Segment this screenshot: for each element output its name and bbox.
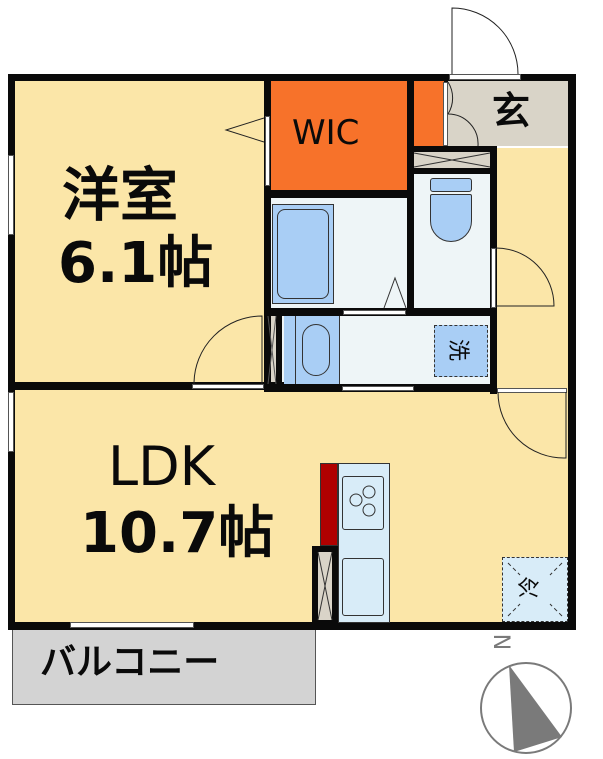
fridge-space (502, 557, 568, 622)
window-balcony-door[interactable] (70, 622, 194, 628)
window-closet-door (443, 82, 448, 146)
wall-entrance-bottom (407, 146, 497, 152)
ldk-name: LDK (108, 435, 216, 498)
washer-label: 洗 (445, 338, 471, 362)
bath-door-triangle-icon (383, 276, 407, 309)
ldk-room (14, 390, 568, 622)
window-hall-door (497, 388, 567, 393)
washer-space (434, 325, 488, 377)
washbasin-bowl (302, 324, 330, 376)
toilet-door-swing-icon[interactable] (495, 247, 558, 308)
western-room (14, 80, 266, 385)
western-room-name: 洋室 (62, 161, 179, 229)
outer-wall-right (568, 74, 576, 630)
wic-label: WIC (292, 113, 360, 153)
shoe-storage-cross-icon (413, 152, 491, 168)
wic-side-closet (414, 80, 444, 146)
bathtub[interactable] (272, 204, 334, 304)
fridge-label: 冷 (518, 575, 544, 599)
fridge-diagonals-icon (507, 562, 563, 617)
window-bath-door (343, 310, 406, 315)
entrance-room (448, 80, 568, 146)
washbasin-counter (284, 316, 296, 384)
wall-wic-bottom (264, 190, 414, 198)
toilet-tank (430, 178, 472, 192)
wall-shoe-bottom (407, 168, 497, 174)
compass-icon (480, 662, 572, 754)
kitchen-wall-panel (320, 463, 338, 546)
toilet-bowl[interactable] (430, 194, 472, 242)
western-room-size: 6.1帖 (58, 231, 214, 296)
wall-western-bottom (8, 382, 298, 390)
wic-door-triangle-icon (224, 117, 265, 143)
window-ldk-left (8, 392, 14, 452)
wic-room (270, 80, 408, 190)
western-door-swing-icon[interactable] (192, 314, 264, 386)
stove[interactable] (342, 476, 384, 530)
window-wic-door (265, 116, 270, 186)
window-western-door (192, 384, 264, 389)
stove-burners-icon (349, 485, 376, 517)
window-wash-door (342, 386, 414, 391)
linen-cross-icon (267, 315, 277, 385)
wall-western-right (264, 74, 271, 392)
window-western-left (8, 155, 14, 235)
window-toilet-door (491, 248, 496, 308)
kitchen-storage-cross-icon (317, 551, 333, 621)
bathtub-inner (277, 209, 329, 299)
entrance-label: 玄 (492, 89, 531, 133)
entrance-door-swing-icon[interactable] (450, 6, 522, 76)
window-entrance-door (449, 74, 521, 80)
hall-door-swing-icon[interactable] (496, 391, 568, 464)
outer-wall-top (8, 74, 576, 81)
compass-north-label: N (488, 633, 514, 651)
kitchen-counter[interactable] (338, 463, 390, 623)
balcony-label: バルコニー (40, 642, 220, 683)
wall-wash-left (276, 308, 282, 392)
closet-door-swing-icon (447, 81, 479, 147)
outer-wall-left (8, 74, 15, 630)
ldk-size: 10.7帖 (80, 501, 275, 566)
outer-wall-bottom (8, 622, 576, 630)
hallway (494, 148, 568, 393)
kitchen-sink[interactable] (342, 558, 384, 616)
